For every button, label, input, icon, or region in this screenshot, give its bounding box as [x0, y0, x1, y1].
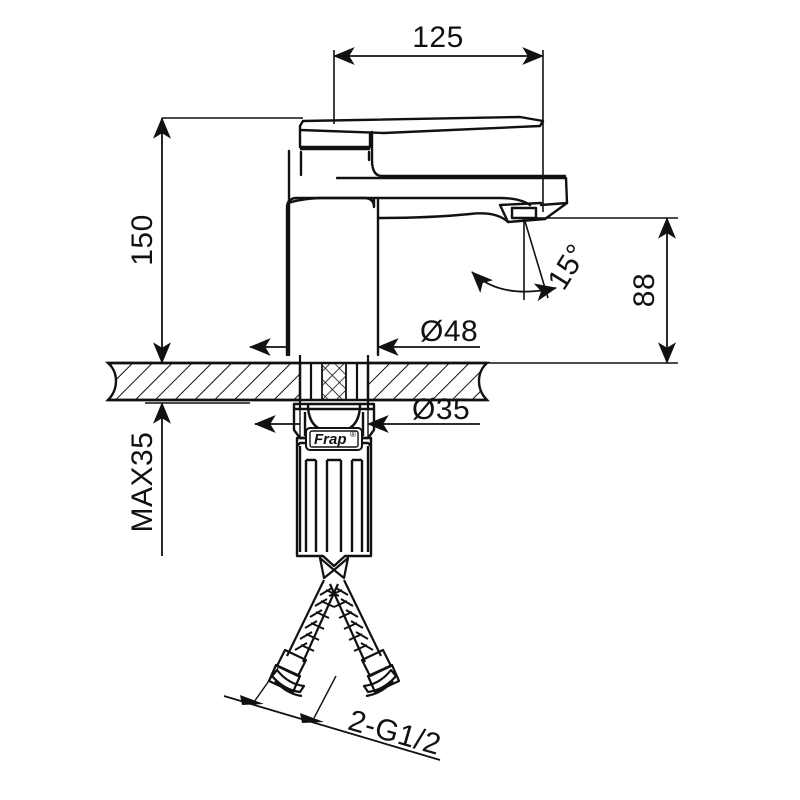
- barrel-flute-2: [325, 458, 343, 552]
- dimension-label-max35: MAX35: [126, 432, 159, 533]
- dimension-spout-height: [487, 217, 678, 364]
- body-front-profile: [285, 196, 376, 357]
- logo-label: Frap: [314, 431, 347, 448]
- thread-ext-right: [313, 675, 337, 719]
- spout-top-surface: [335, 176, 569, 207]
- mounting-shank: [298, 355, 370, 410]
- dimension-label-35: Ø35: [412, 393, 470, 426]
- handle-bracket: [298, 128, 372, 149]
- body-shoulder-curve: [286, 196, 532, 207]
- hose-left-braid: [286, 579, 340, 663]
- dimension-total-height: [145, 117, 303, 364]
- angle-slanted-ref: [523, 217, 549, 299]
- counter-slab-left: [104, 361, 302, 402]
- hose-left-nut-face: [270, 668, 306, 694]
- barrel-flute-3: [350, 458, 364, 552]
- dimension-label-15deg: 15°: [542, 238, 595, 295]
- dimension-shank-diameter: [254, 410, 480, 438]
- dimension-label-88: 88: [628, 273, 661, 307]
- dimension-counter-thickness: [145, 402, 250, 556]
- angle-arc: [471, 271, 557, 302]
- logo-registered-mark: ®: [350, 430, 356, 439]
- thread-leader-line: [223, 695, 441, 761]
- threaded-stud: [321, 362, 347, 401]
- supply-hoses: [267, 556, 401, 698]
- hose-right-braid: [328, 579, 382, 663]
- spout-underside-curve: [376, 212, 510, 224]
- dimension-label-150: 150: [126, 214, 159, 266]
- thread-ext-left: [253, 667, 279, 703]
- lower-barrel: [295, 436, 373, 568]
- faucet-body-geometry: [285, 115, 569, 357]
- hose-tee-fitting: [318, 556, 350, 580]
- aerator-outlet: [510, 206, 538, 220]
- thread-arrow-right: [300, 713, 324, 723]
- thread-arrow-left: [240, 695, 264, 705]
- dimension-spout-reach: [333, 47, 544, 212]
- hose-left-nut-lip: [274, 680, 303, 698]
- dimension-outlet-angle: [471, 217, 557, 302]
- hose-right-nut-face: [362, 668, 398, 694]
- hose-right-nut-lip: [365, 680, 394, 698]
- dimension-label-125: 125: [412, 21, 464, 54]
- dimension-label-48: Ø48: [420, 315, 478, 348]
- counter-slab-right: [366, 361, 491, 402]
- lever-handle: [298, 115, 545, 135]
- logo-plate-inner: [309, 430, 359, 448]
- countertop-section: [104, 361, 491, 402]
- brand-logo: Frap ®: [305, 427, 363, 451]
- barrel-flute-1: [304, 458, 318, 552]
- dimension-label-2g12: 2-G1/2: [345, 704, 445, 762]
- barrel-outline: [295, 436, 373, 568]
- handle-fin: [370, 130, 567, 178]
- cartridge-collar: [299, 150, 371, 177]
- dimension-hose-thread: [223, 667, 441, 761]
